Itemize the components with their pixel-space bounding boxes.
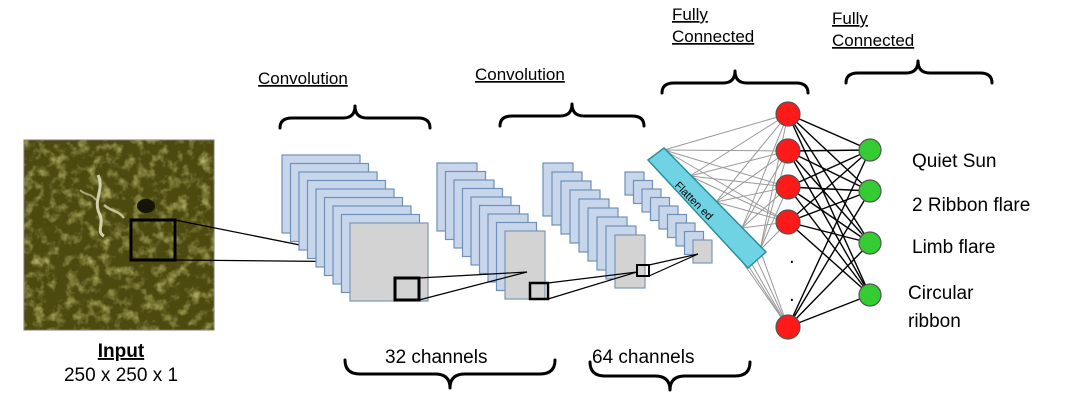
channels-label-32: 32 channels <box>385 347 487 368</box>
flatten-to-hidden-connection-4 <box>663 149 789 223</box>
hidden-to-output-connection-11 <box>787 186 871 244</box>
conv1-pool-feature-maps <box>436 162 546 300</box>
hidden-to-output-connection-10 <box>787 186 871 192</box>
conv1-layer-9 <box>349 222 429 302</box>
brace-fc2 <box>844 59 994 85</box>
hidden-to-output-connection-5 <box>787 149 871 152</box>
flatten-to-hidden-connection-12 <box>715 150 789 203</box>
section-label-fc2-line1: Fully <box>832 9 868 28</box>
section-label-fc1-line2: Connected <box>672 27 754 46</box>
brace-32-channels <box>343 358 557 390</box>
hidden-to-output-connection-13 <box>787 149 871 223</box>
flatten-to-hidden-connection-9 <box>689 175 789 223</box>
input-title: Input <box>98 341 145 362</box>
output-node-1 <box>858 138 882 162</box>
hidden-to-output-connection-17 <box>787 149 871 328</box>
output-label-circular: Circular <box>908 283 974 304</box>
hidden-node-5 <box>775 314 801 340</box>
output-label-two-ribbon-flare: 2 Ribbon flare <box>912 195 1030 216</box>
flatten-to-hidden-connection-22 <box>759 150 789 251</box>
flatten-to-hidden-connection-6 <box>689 113 789 177</box>
flatten-to-hidden-connection-3 <box>663 149 789 188</box>
channels-label-64: 64 channels <box>592 347 694 368</box>
hidden-node-1 <box>775 101 801 127</box>
output-node-3 <box>858 231 882 255</box>
conv2-pool-feature-maps <box>624 171 713 264</box>
conv2-layer-9 <box>614 234 646 289</box>
hidden-to-output-connection-18 <box>787 190 871 328</box>
flatten-to-hidden-connection-11 <box>715 113 789 203</box>
ellipsis-dot-1: · <box>789 252 795 273</box>
solar-feature <box>79 174 155 238</box>
brace-conv1 <box>278 104 432 130</box>
flatten-to-hidden-connection-25 <box>759 249 789 328</box>
conv2-feature-maps <box>542 162 646 289</box>
output-node-2 <box>858 179 882 203</box>
hidden-to-output-connection-4 <box>787 113 871 296</box>
output-label-quiet-sun: Quiet Sun <box>912 151 997 172</box>
input-image <box>23 139 215 331</box>
ellipsis-dot-2: · <box>789 290 795 311</box>
brace-64-channels <box>588 360 752 392</box>
flatten-to-hidden-connection-21 <box>759 113 789 251</box>
hidden-to-output-connection-14 <box>787 190 871 223</box>
fc-connections <box>663 113 871 328</box>
input-dims: 250 x 250 x 1 <box>64 365 178 386</box>
hidden-to-output-connection-9 <box>787 149 871 188</box>
fc-nodes <box>775 101 882 340</box>
output-label-ribbon: ribbon <box>908 311 961 332</box>
flatten-to-hidden-connection-16 <box>741 113 789 229</box>
hidden-to-output-connection-20 <box>787 294 871 328</box>
output-label-limb-flare: Limb flare <box>912 237 995 258</box>
conv1-pool-layer-9 <box>504 230 546 300</box>
flatten-to-hidden-connection-2 <box>663 149 789 152</box>
section-label-fc1-line1: Fully <box>672 5 708 24</box>
hidden-to-output-connection-3 <box>787 113 871 244</box>
hidden-node-4 <box>775 209 801 235</box>
flatten-to-hidden-connection-8 <box>689 175 789 188</box>
hidden-to-output-connection-7 <box>787 150 871 244</box>
hidden-node-3 <box>775 174 801 200</box>
section-label-fc2-line2: Connected <box>832 31 914 50</box>
input-receptive-field <box>129 218 177 262</box>
hidden-to-output-connection-1 <box>787 113 871 151</box>
conv2-pool-layer-9 <box>692 239 713 264</box>
brace-fc1 <box>660 69 810 95</box>
hidden-to-output-connection-12 <box>787 186 871 296</box>
hidden-to-output-connection-8 <box>787 150 871 296</box>
brace-conv2 <box>498 102 646 128</box>
hidden-to-output-connection-6 <box>787 150 871 192</box>
flatten-to-hidden-connection-1 <box>663 113 789 151</box>
output-node-4 <box>858 283 882 307</box>
conv1-feature-maps <box>281 154 429 302</box>
kernel-3 <box>636 264 650 277</box>
flatten-to-hidden-connection-17 <box>741 150 789 229</box>
hidden-node-2 <box>775 138 801 164</box>
kernel-1 <box>393 276 421 302</box>
section-label-conv2: Convolution <box>475 65 565 84</box>
kernel-2 <box>528 281 550 301</box>
hidden-to-output-connection-19 <box>787 242 871 328</box>
section-label-conv1: Convolution <box>258 69 348 88</box>
hidden-to-output-connection-15 <box>787 221 871 244</box>
